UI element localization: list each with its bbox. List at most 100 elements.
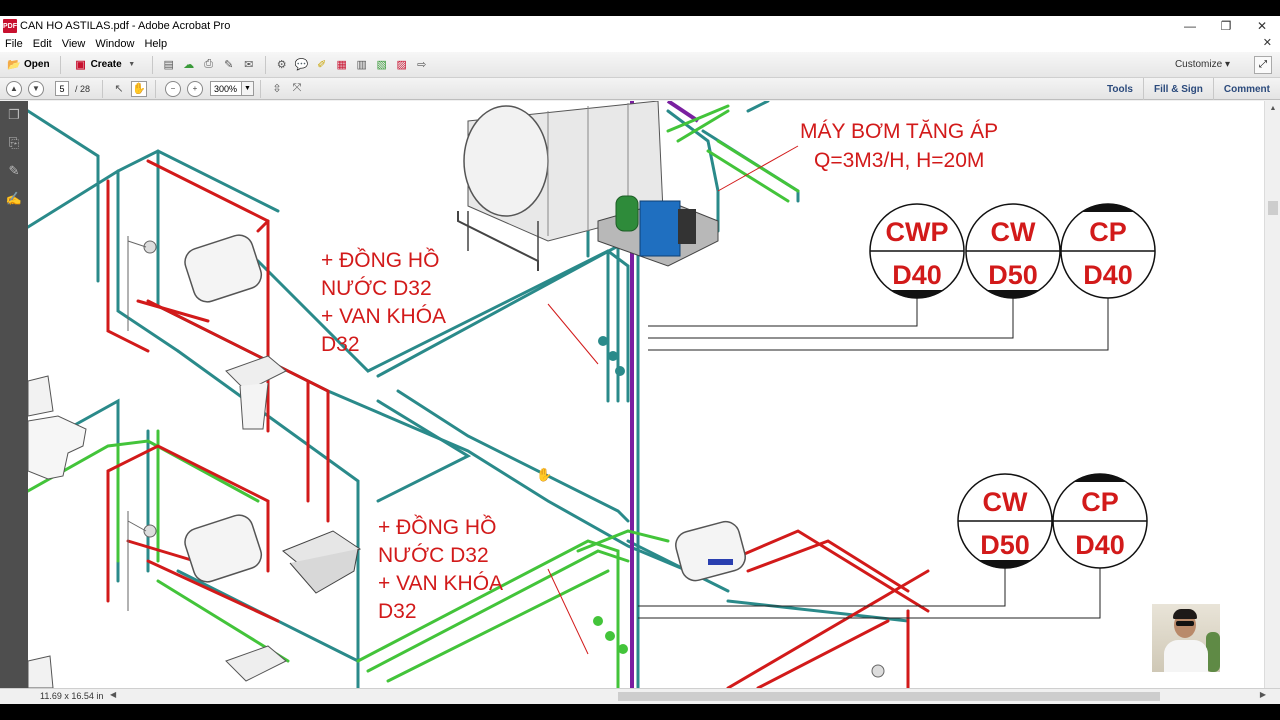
water-heater-1 [184, 234, 263, 303]
scroll-left-icon[interactable]: ◀ [110, 690, 117, 699]
menu-help[interactable]: Help [144, 38, 168, 50]
pdf-app-icon: PDF [3, 19, 17, 33]
shower-1 [127, 236, 157, 331]
tag-code: CW [991, 217, 1036, 247]
vertical-scroll-thumb[interactable] [1268, 201, 1278, 215]
water-tank [457, 101, 664, 271]
water-heater-3 [675, 520, 746, 582]
next-page-icon[interactable]: ▼ [28, 80, 44, 97]
plant-shape [1206, 632, 1220, 672]
separator [260, 79, 262, 98]
open-button[interactable]: 📂 Open [0, 55, 54, 75]
fit-page-icon[interactable]: ⇳ [272, 83, 282, 95]
tag-code: CP [1089, 217, 1127, 247]
bookmarks-icon[interactable]: ⎘ [8, 135, 20, 150]
leader-lines [547, 145, 799, 655]
separator [155, 79, 157, 98]
note2-line4: D32 [378, 600, 417, 623]
vertical-scrollbar[interactable]: ▲ [1264, 101, 1280, 688]
comment-icon[interactable]: 💬 [294, 59, 309, 71]
tag-size: D40 [1075, 530, 1125, 560]
export-icon[interactable]: ▧ [376, 59, 387, 71]
email-icon[interactable]: ✉ [244, 59, 254, 71]
document-close-icon[interactable]: ✕ [1262, 37, 1272, 49]
note2-line3: + VAN KHÓA [378, 572, 503, 595]
menu-edit[interactable]: Edit [32, 38, 52, 50]
tag-code: CW [983, 487, 1028, 517]
tag-size: D50 [980, 530, 1030, 560]
customize-menu[interactable]: Customize ▾ [1174, 59, 1230, 70]
window-controls: — ❐ ✕ [1172, 16, 1280, 36]
separator [59, 55, 61, 74]
page-size-label: 11.69 x 16.54 in [40, 691, 104, 701]
menu-file[interactable]: File [5, 38, 23, 50]
navigation-toolbar: ▲ ▼ 5 / 28 ↖ ✋ − + 300% ▼ ⇳ ⤧ Tools Fill… [0, 78, 1280, 100]
expand-icon[interactable]: ⤢ [1254, 55, 1272, 74]
note2-line2: NƯỚC D32 [378, 544, 489, 567]
shower-2 [127, 511, 157, 611]
separator [102, 79, 104, 98]
zoom-dropdown-icon[interactable]: ▼ [242, 81, 255, 96]
reference-lines [638, 291, 1109, 619]
note2-line1: + ĐỒNG HỒ [378, 515, 496, 539]
signatures-icon[interactable]: ✍ [5, 191, 23, 206]
valve-cluster-2 [593, 616, 628, 654]
zoom-input[interactable]: 300% [210, 81, 243, 96]
window-title: CAN HO ASTILAS.pdf - Adobe Acrobat Pro [20, 20, 231, 32]
title-bar: PDF CAN HO ASTILAS.pdf - Adobe Acrobat P… [0, 16, 1280, 36]
tab-fill-sign[interactable]: Fill & Sign [1142, 78, 1213, 100]
create-button[interactable]: ▣ Create ▼ [67, 55, 146, 75]
minimize-button[interactable]: — [1184, 19, 1196, 33]
maximize-button[interactable]: ❐ [1220, 19, 1232, 33]
main-toolbar: 📂 Open ▣ Create ▼ ▤ ☁ ⎙ ✎ ✉ ⚙ 💬 ✐ ▦ ▥ ▧ … [0, 52, 1280, 78]
folder-icon: 📂 [7, 59, 21, 71]
hand-tool-icon[interactable]: ✋ [131, 80, 148, 97]
highlight-icon[interactable]: ✐ [317, 59, 327, 71]
tag-code: CWP [886, 217, 949, 247]
tag-code: CP [1081, 487, 1119, 517]
sink-1 [225, 355, 287, 430]
tab-comment[interactable]: Comment [1212, 78, 1280, 100]
horizontal-scrollbar[interactable]: ◀ ▶ [106, 690, 1266, 703]
page-thumbnails-icon[interactable]: ❐ [8, 107, 20, 122]
menu-view[interactable]: View [61, 38, 86, 50]
shower-3 [871, 664, 885, 678]
scroll-right-icon[interactable]: ▶ [1259, 690, 1266, 699]
booster-pump [597, 195, 719, 267]
note1-line2: NƯỚC D32 [321, 277, 432, 300]
scroll-up-icon[interactable]: ▲ [1269, 104, 1277, 112]
note1-line4: D32 [321, 333, 360, 356]
edit-icon[interactable]: ✎ [224, 59, 234, 71]
pump-spec: Q=3M3/H, H=20M [814, 149, 984, 172]
valve-cluster-1 [598, 336, 625, 376]
save-icon[interactable]: ▤ [163, 59, 174, 71]
sink-3 [225, 645, 287, 682]
close-button[interactable]: ✕ [1256, 19, 1268, 33]
note1-line1: + ĐỒNG HỒ [321, 248, 439, 272]
pdf-tool-icon[interactable]: ▦ [336, 59, 347, 71]
tab-tools[interactable]: Tools [1107, 83, 1133, 95]
tag-bubble-cw: CW D50 [965, 203, 1061, 299]
settings-icon[interactable]: ⚙ [276, 59, 287, 71]
document-view[interactable]: MÁY BƠM TĂNG ÁP Q=3M3/H, H=20M + ĐỒNG HỒ… [28, 101, 1264, 688]
menu-window[interactable]: Window [95, 38, 135, 50]
chevron-down-icon: ▼ [128, 61, 136, 68]
tag-size: D40 [892, 260, 942, 290]
open-label: Open [24, 59, 50, 70]
zoom-out-icon[interactable]: − [165, 80, 182, 97]
page-number-input[interactable]: 5 [55, 81, 69, 96]
previous-page-icon[interactable]: ▲ [6, 80, 22, 97]
document-tool-icon[interactable]: ▥ [356, 59, 367, 71]
sign-icon[interactable]: ▨ [396, 59, 407, 71]
zoom-in-icon[interactable]: + [187, 80, 204, 97]
select-cursor-icon[interactable]: ↖ [114, 83, 124, 95]
horizontal-scroll-thumb[interactable] [618, 692, 1160, 701]
attachments-icon[interactable]: ✎ [8, 163, 20, 178]
pipe-tags-top: CWP D40 CW D50 CP D40 [869, 203, 1156, 299]
presenter-hair [1173, 609, 1197, 619]
print-icon[interactable]: ⎙ [204, 58, 214, 70]
webcam-overlay [1152, 604, 1220, 672]
cloud-upload-icon[interactable]: ☁ [183, 59, 195, 71]
fit-width-icon[interactable]: ⤧ [292, 82, 302, 94]
forward-arrow-icon[interactable]: ⇨ [417, 59, 427, 71]
